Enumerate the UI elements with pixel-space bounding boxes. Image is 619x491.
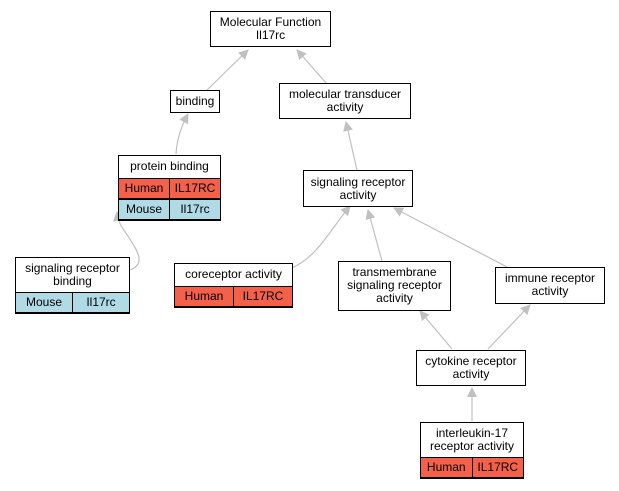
gene-cell: IL17RC (233, 287, 292, 306)
annotation-row-mouse: Mouse Il17rc (118, 199, 221, 220)
node-label: coreceptor activity (185, 267, 282, 281)
gene-cell: IL17RC (169, 179, 220, 198)
node-label: Molecular Function Il17rc (219, 15, 322, 42)
gene-cell: Il17rc (169, 200, 220, 219)
node-molecular-function-root[interactable]: Molecular Function Il17rc (210, 11, 331, 47)
gene-cell: IL17RC (471, 458, 523, 477)
node-coreceptor-activity[interactable]: coreceptor activity Human IL17RC (174, 263, 293, 308)
node-binding[interactable]: binding (170, 90, 220, 113)
species-cell: Human (119, 179, 169, 198)
node-label: cytokine receptor activity (425, 354, 517, 381)
annotation-row-mouse: Mouse Il17rc (15, 292, 130, 313)
edge-cytokine-to-immune-receptor (487, 304, 531, 350)
node-molecular-transducer-activity[interactable]: molecular transducer activity (279, 83, 411, 119)
edge-molecular-transducer-to-root (296, 49, 328, 85)
node-transmembrane-signaling-receptor-activity[interactable]: transmembrane signaling receptor activit… (338, 261, 451, 311)
edge-coreceptor-to-signaling-receptor-activity (291, 205, 351, 269)
node-signaling-receptor-binding[interactable]: signaling receptor binding Mouse Il17rc (15, 257, 130, 314)
species-cell: Human (421, 458, 472, 477)
node-label: interleukin-17 receptor activity (429, 426, 515, 453)
species-cell: Mouse (16, 293, 72, 312)
species-cell: Mouse (119, 200, 169, 219)
edge-cytokine-to-transmembrane (419, 310, 453, 350)
node-immune-receptor-activity[interactable]: immune receptor activity (495, 267, 605, 304)
node-label: transmembrane signaling receptor activit… (347, 265, 442, 305)
annotation-row-human: Human IL17RC (174, 286, 293, 307)
node-interleukin-17-receptor-activity[interactable]: interleukin-17 receptor activity Human I… (420, 422, 524, 479)
node-label: binding (175, 94, 215, 108)
edge-signaling-receptor-activity-to-molecular-transducer (343, 121, 358, 171)
node-cytokine-receptor-activity[interactable]: cytokine receptor activity (416, 350, 526, 386)
edge-binding-to-root (206, 49, 249, 91)
node-protein-binding[interactable]: protein binding Human IL17RC Mouse Il17r… (118, 155, 221, 221)
edge-immune-receptor-to-signaling-receptor-activity (393, 207, 508, 268)
edge-protein-binding-to-binding (175, 113, 189, 155)
node-label: signaling receptor binding (25, 261, 120, 288)
node-label: immune receptor activity (504, 271, 596, 298)
species-cell: Human (175, 287, 233, 306)
edge-transmembrane-to-signaling-receptor-activity (365, 209, 383, 262)
node-label: molecular transducer activity (288, 87, 402, 114)
annotation-row-human: Human IL17RC (118, 178, 221, 199)
gene-cell: Il17rc (72, 293, 129, 312)
node-label: protein binding (130, 159, 209, 173)
annotation-row-human: Human IL17RC (420, 457, 524, 478)
node-label: signaling receptor activity (310, 175, 406, 202)
node-signaling-receptor-activity[interactable]: signaling receptor activity (303, 170, 413, 207)
